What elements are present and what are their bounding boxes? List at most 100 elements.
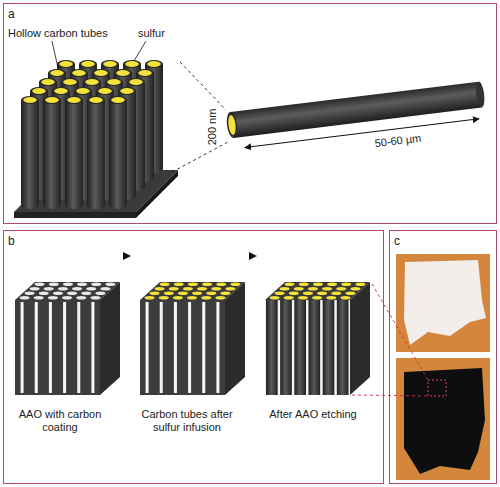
pore-opening bbox=[58, 287, 68, 291]
pore-opening bbox=[270, 296, 280, 300]
step-arrowhead bbox=[249, 252, 257, 260]
pore-opening bbox=[174, 282, 184, 286]
carbon-sample bbox=[404, 368, 485, 474]
tube-rim bbox=[92, 69, 110, 77]
zoom-line bbox=[372, 284, 428, 380]
pore-opening bbox=[350, 287, 360, 291]
pore-opening bbox=[187, 296, 197, 300]
photo-background bbox=[396, 254, 490, 352]
pore-opening bbox=[53, 291, 63, 295]
step-arrowhead bbox=[123, 252, 131, 260]
sulfur-core bbox=[120, 88, 134, 94]
pore-opening bbox=[72, 287, 82, 291]
figure-label: Carbon tubes after sulfur infusion bbox=[131, 408, 243, 434]
pore-opening bbox=[220, 291, 230, 295]
sulfur-core bbox=[129, 79, 143, 85]
pore-opening bbox=[81, 291, 91, 295]
figure-label: 50-60 µm bbox=[374, 132, 422, 151]
pore-opening bbox=[317, 291, 327, 295]
pore-opening bbox=[192, 291, 202, 295]
pore-opening bbox=[145, 296, 155, 300]
tube-rim bbox=[83, 78, 101, 86]
zoom-line bbox=[352, 395, 428, 396]
tube-rim bbox=[65, 96, 83, 104]
base-plate-edge bbox=[14, 212, 136, 218]
etched-tube bbox=[337, 300, 349, 395]
pore-opening bbox=[155, 287, 165, 291]
pore-opening bbox=[183, 287, 193, 291]
pore-opening bbox=[35, 282, 45, 286]
pore-opening bbox=[197, 287, 207, 291]
sulfur-core bbox=[45, 97, 59, 103]
sulfur-core bbox=[111, 97, 125, 103]
panel-letter: a bbox=[4, 6, 19, 22]
pore-opening bbox=[225, 287, 235, 291]
sulfur-core bbox=[76, 88, 90, 94]
figure-panel: b bbox=[3, 230, 384, 484]
leader-line bbox=[134, 41, 146, 61]
sulfur-core bbox=[98, 88, 112, 94]
tube-rim bbox=[30, 87, 48, 95]
tube-rim bbox=[127, 78, 145, 86]
etched-tube bbox=[294, 300, 306, 395]
sulfur-core bbox=[125, 61, 139, 67]
tube-rim bbox=[109, 96, 127, 104]
pore-opening bbox=[34, 296, 44, 300]
pore-opening bbox=[20, 296, 30, 300]
sulfur-core bbox=[138, 70, 152, 76]
pore-stripe bbox=[216, 302, 219, 393]
pore-opening bbox=[164, 291, 174, 295]
cube-front bbox=[140, 300, 225, 395]
figure-label: sulfur bbox=[138, 27, 165, 40]
sulfur-core bbox=[63, 79, 77, 85]
pore-opening bbox=[86, 287, 96, 291]
cube-front-gap bbox=[265, 300, 350, 395]
pore-stripe bbox=[21, 302, 24, 393]
pore-opening bbox=[77, 282, 87, 286]
photo-background bbox=[396, 358, 490, 480]
pore-opening bbox=[48, 296, 58, 300]
pore-stripe bbox=[91, 302, 94, 393]
figure-label: 200 nm bbox=[206, 109, 219, 146]
pore-opening bbox=[275, 291, 285, 295]
sulfur-core bbox=[32, 88, 46, 94]
sulfur-core bbox=[107, 79, 121, 85]
figure-panel: c bbox=[389, 230, 497, 484]
zoom-line bbox=[172, 142, 228, 172]
sulfur-core bbox=[67, 97, 81, 103]
etched-tube bbox=[323, 300, 335, 395]
sulfur-core bbox=[81, 61, 95, 67]
carbon-tube bbox=[21, 100, 39, 209]
tube-rim bbox=[101, 60, 119, 68]
carbon-tube bbox=[87, 100, 105, 209]
tube-rim bbox=[74, 87, 92, 95]
pore-opening bbox=[303, 291, 313, 295]
sulfur-core bbox=[72, 70, 86, 76]
tube-rim bbox=[57, 60, 75, 68]
carbon-tube bbox=[65, 100, 83, 209]
pore-opening bbox=[331, 291, 341, 295]
sulfur-core bbox=[94, 70, 108, 76]
pore-opening bbox=[44, 287, 54, 291]
pore-opening bbox=[62, 296, 72, 300]
pore-stripe bbox=[77, 302, 80, 393]
cube-top bbox=[15, 282, 120, 300]
tube-rim bbox=[48, 69, 66, 77]
pore-opening bbox=[312, 296, 322, 300]
pore-opening bbox=[313, 282, 323, 286]
cube-top bbox=[265, 282, 370, 300]
tube-rim bbox=[96, 87, 114, 95]
zoom-square bbox=[428, 380, 446, 396]
pore-opening bbox=[100, 287, 110, 291]
pore-opening bbox=[215, 296, 225, 300]
sulfur-core bbox=[89, 97, 103, 103]
pore-opening bbox=[95, 291, 105, 295]
sulfur-core bbox=[116, 70, 130, 76]
tube-opening bbox=[225, 111, 238, 138]
pore-opening bbox=[49, 282, 59, 286]
pore-opening bbox=[160, 282, 170, 286]
pore-opening bbox=[341, 282, 351, 286]
sulfur-core bbox=[227, 115, 236, 136]
pore-opening bbox=[63, 282, 73, 286]
tube-rim bbox=[145, 60, 163, 68]
